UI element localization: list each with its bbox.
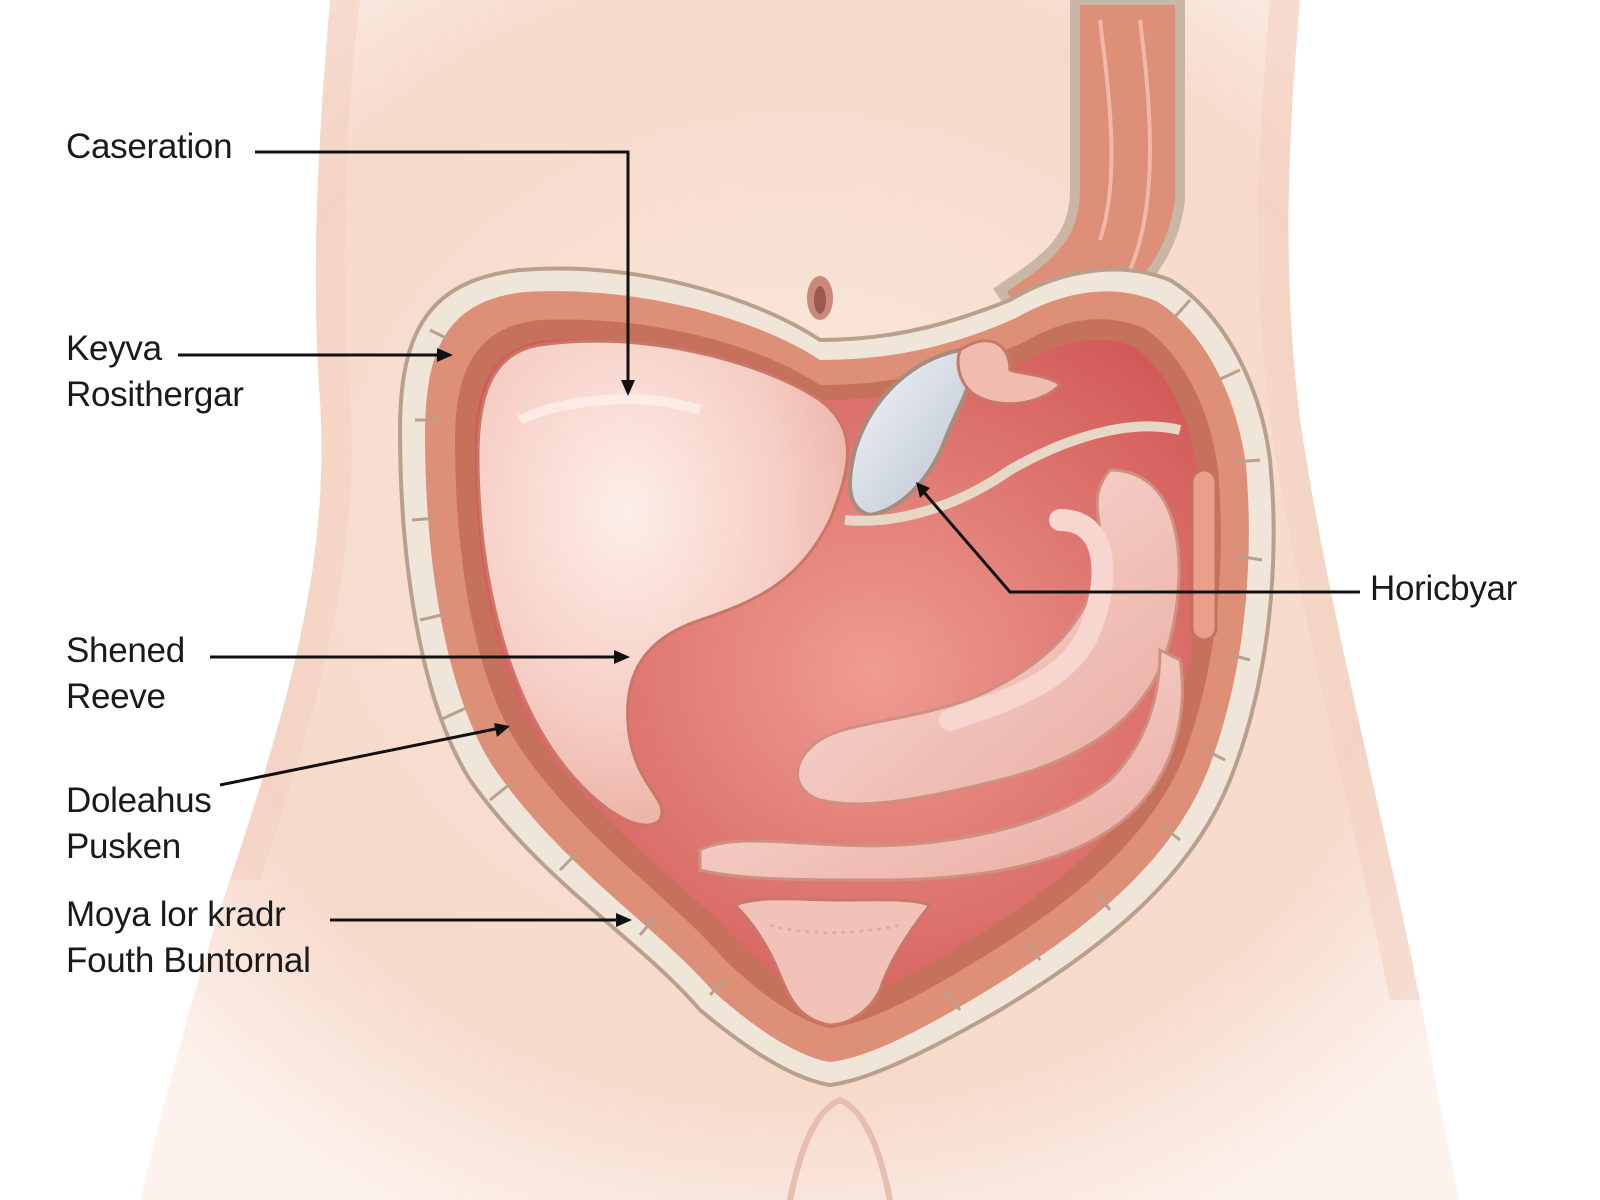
pelvic-organ bbox=[732, 897, 933, 1027]
label-doleahus-pusken: Doleahus Pusken bbox=[66, 781, 212, 866]
leader-arrowheads bbox=[437, 348, 930, 927]
torso-right-shade bbox=[1258, 0, 1420, 1000]
white-pouch bbox=[848, 347, 973, 518]
intestine-inner bbox=[939, 509, 1114, 731]
leader-horicbyar bbox=[920, 489, 1360, 594]
label-keyva-rosithergar: Keyva Rosithergar bbox=[66, 329, 244, 414]
label-moya-fouth: Moya lor kradr Fouth Buntornal bbox=[66, 895, 311, 980]
groin-crease bbox=[787, 1096, 893, 1200]
wall-segments bbox=[411, 299, 1263, 1011]
label-horicbyar: Horicbyar bbox=[1370, 569, 1518, 608]
label-shened-reeve: Shened Reeve bbox=[66, 631, 185, 716]
pouch-cap bbox=[956, 339, 1063, 406]
leader-doleahus bbox=[219, 726, 501, 787]
torso-left-shade bbox=[230, 0, 360, 880]
intestine-upper bbox=[796, 468, 1181, 806]
label-caseration: Caseration bbox=[66, 127, 233, 166]
leader-lines bbox=[178, 150, 1360, 922]
intestine-lower bbox=[698, 647, 1184, 882]
right-tube bbox=[1190, 468, 1218, 642]
leader-caseration bbox=[255, 150, 630, 384]
large-organ bbox=[476, 339, 849, 827]
